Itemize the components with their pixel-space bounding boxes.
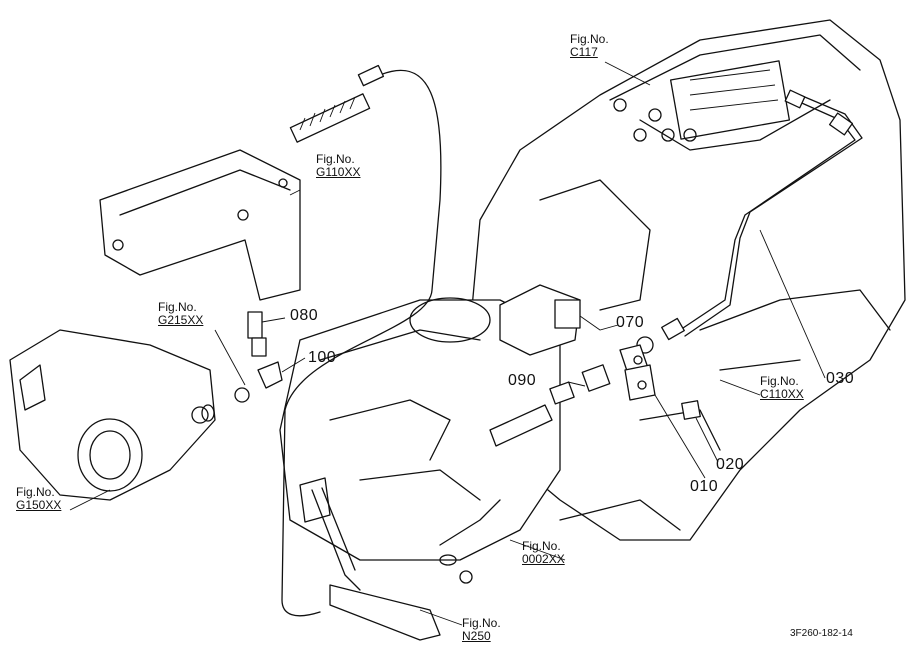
fig-title: Fig.No. bbox=[16, 485, 55, 499]
fig-ref-c110: Fig.No. C110XX bbox=[760, 374, 804, 402]
part-number-080: 080 bbox=[290, 307, 319, 324]
fig-ref-g110: Fig.No. G110XX bbox=[316, 152, 361, 180]
fig-title: Fig.No. bbox=[760, 374, 799, 388]
clutch-pedal bbox=[299, 477, 441, 641]
fig-number: G150XX bbox=[16, 498, 62, 513]
fig-ref-g150: Fig.No. G150XX bbox=[16, 485, 62, 513]
pedal-bracket bbox=[99, 149, 301, 301]
drawing-code: 3F260-182-14 bbox=[790, 628, 853, 639]
part-number-020: 020 bbox=[716, 456, 745, 473]
leader-lines bbox=[69, 61, 826, 626]
part-number-030: 030 bbox=[826, 370, 855, 387]
fig-title: Fig.No. bbox=[522, 539, 561, 553]
fittings bbox=[201, 299, 701, 447]
fig-number: G110XX bbox=[316, 165, 361, 180]
fig-title: Fig.No. bbox=[316, 152, 355, 166]
part-number-100: 100 bbox=[308, 349, 337, 366]
fig-ref-0002: Fig.No. 0002XX bbox=[522, 539, 565, 567]
fig-ref-n250: Fig.No. N250 bbox=[462, 616, 501, 644]
pipe-030 bbox=[661, 89, 863, 341]
transmission-housing bbox=[469, 19, 906, 541]
fig-number: C117 bbox=[570, 45, 598, 60]
bell-housing bbox=[9, 329, 216, 501]
fig-number: 0002XX bbox=[522, 552, 565, 567]
part-number-090: 090 bbox=[508, 372, 537, 389]
fig-title: Fig.No. bbox=[158, 300, 197, 314]
part-number-010: 010 bbox=[690, 478, 719, 495]
fig-ref-c117: Fig.No. C117 bbox=[570, 32, 609, 60]
part-number-070: 070 bbox=[616, 314, 645, 331]
brake-hose bbox=[281, 64, 501, 617]
fig-number: N250 bbox=[462, 629, 491, 644]
fig-number: G215XX bbox=[158, 313, 204, 328]
fig-title: Fig.No. bbox=[570, 32, 609, 46]
fig-title: Fig.No. bbox=[462, 616, 501, 630]
fig-ref-g215: Fig.No. G215XX bbox=[158, 300, 204, 328]
fig-number: C110XX bbox=[760, 387, 804, 402]
